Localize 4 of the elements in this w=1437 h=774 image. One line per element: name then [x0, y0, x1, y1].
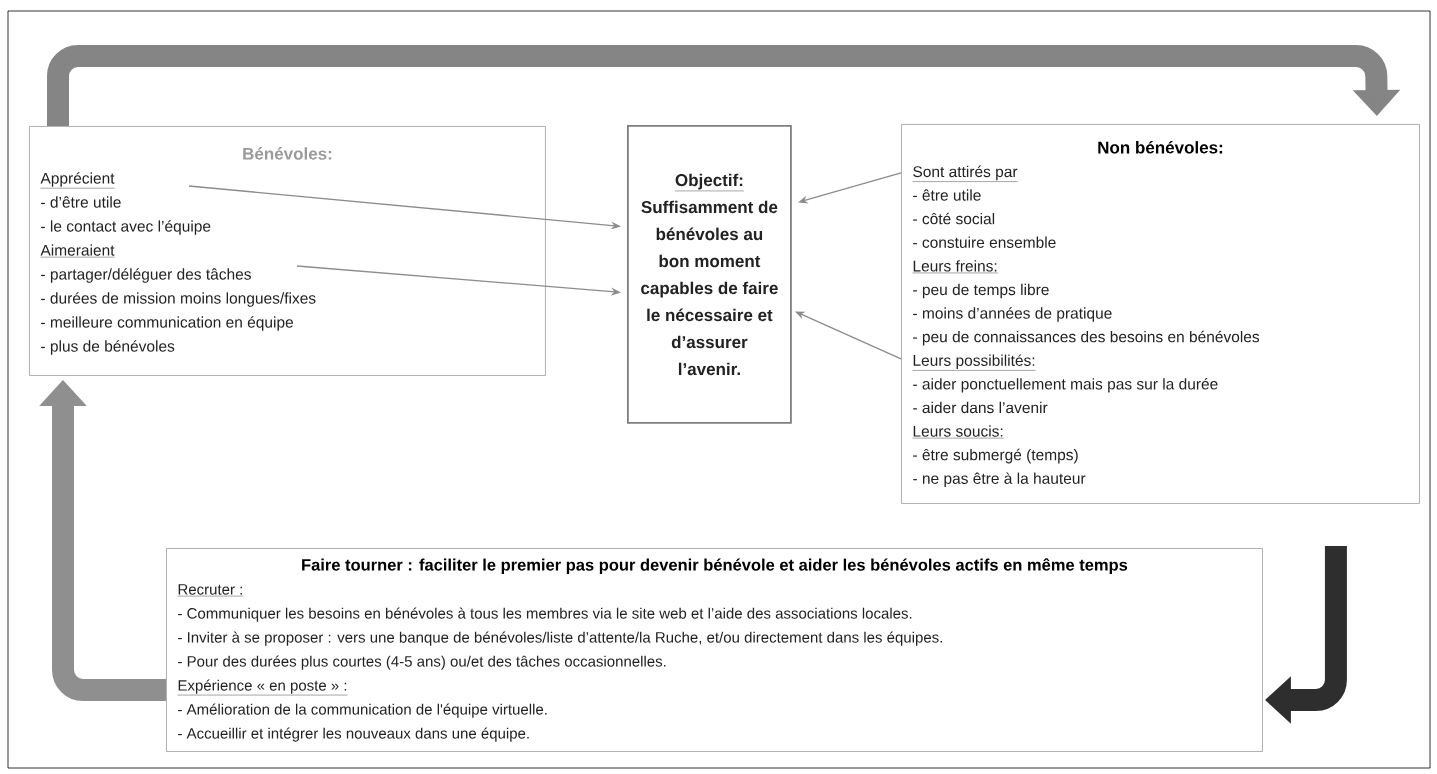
non-volunteers-box: Non bénévoles: Sont attirés par - être utile - côté social - constuire ensemble Leurs freins: - peu de temps libre - moins d’années de pratique - peu de connaissances des besoins en bénévoles Leurs possibilités: - aider ponctuellement mais pas sur la durée - aider dans l’avenir Leurs soucis: - être submergé (temps) - ne pas être à la hauteur: [901, 124, 1420, 504]
rotation-box: Faire tourner : faciliter le premier pas pour devenir bénévole et aider les bénévoles actifs en même temps Recruter : - Communiquer les besoins en bénévoles à tous les membres via le site web et l’aide des associations locales. - Inviter à se proposer : vers une banque de bénévoles/liste d’attente/la Ruche, et/ou directement dans les équipes. - Pour des durées plus courtes (4-5 ans) ou/et des tâches occasionnelles. Expérience « en poste » : - Amélioration de la communication de l'équipe virtuelle. - Accueillir et intégrer les nouveaux dans une équipe.: [166, 548, 1263, 752]
goal-box: Objectif: Suffisamment de bénévoles au bon moment capables de faire le nécessaire et d’assurer l’avenir.: [627, 125, 792, 424]
volunteers-box: Bénévoles: Apprécient - d’être utile - le contact avec l’équipe Aimeraient - partager/déléguer des tâches - durées de mission moins longues/fixes - meilleure communication en équipe - plus de bénévoles: [29, 126, 546, 376]
